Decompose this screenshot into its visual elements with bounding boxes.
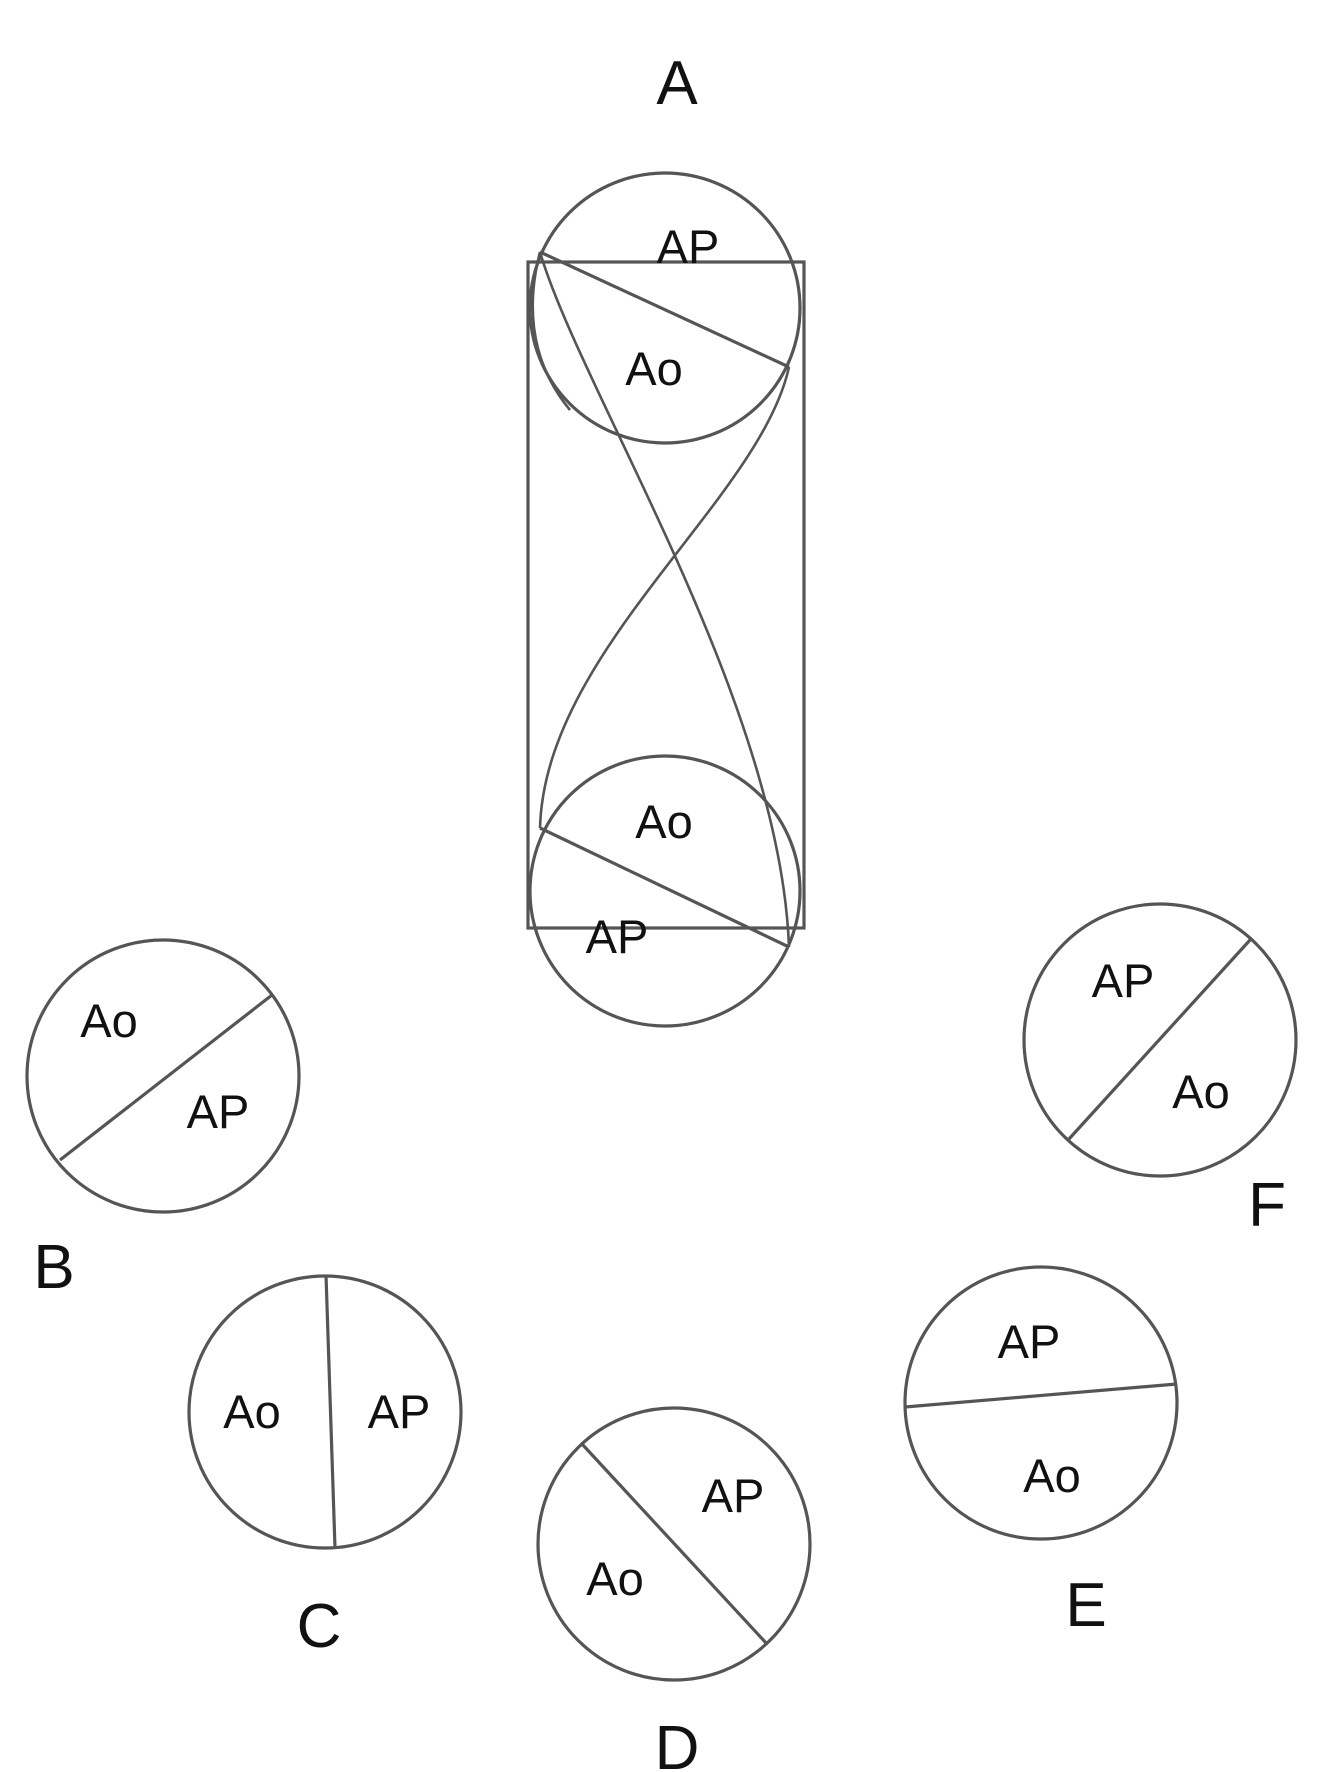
rotation-curve-1 xyxy=(538,251,791,948)
bottom-vessel-septum xyxy=(539,826,790,949)
top-vessel-label-upper: AP xyxy=(657,220,720,273)
top-vessel-septum xyxy=(539,250,790,369)
region-label-ao: Ao xyxy=(223,1385,281,1438)
panel-label-c: C xyxy=(297,1592,342,1661)
vessel-septum xyxy=(1067,938,1252,1141)
cylinder-outline xyxy=(526,260,806,930)
rotation-curve-2 xyxy=(538,366,791,829)
region-label-ao: Ao xyxy=(80,994,138,1047)
region-label-ap: AP xyxy=(998,1315,1061,1368)
panel-a: A AP Ao Ao AP xyxy=(526,49,806,1028)
vessel-circle xyxy=(1022,902,1298,1178)
region-label-ap: AP xyxy=(368,1385,431,1438)
vessel-circle xyxy=(25,938,301,1214)
vessel-septum xyxy=(324,1274,337,1549)
panel-f: AP Ao F xyxy=(1022,902,1298,1240)
top-vessel-circle xyxy=(528,171,802,445)
region-label-ao: Ao xyxy=(1023,1449,1081,1502)
vessel-septum xyxy=(59,993,273,1162)
region-label-ao: Ao xyxy=(586,1552,644,1605)
panel-c: Ao AP C xyxy=(187,1274,463,1661)
bottom-vessel-label-lower: AP xyxy=(586,910,649,963)
panel-e: AP Ao E xyxy=(903,1265,1179,1640)
region-label-ao: Ao xyxy=(1172,1065,1230,1118)
panel-b: Ao AP B xyxy=(25,938,301,1302)
region-label-ap: AP xyxy=(1092,954,1155,1007)
vessel-septum xyxy=(580,1442,769,1646)
panel-label-a: A xyxy=(656,49,698,118)
panel-label-b: B xyxy=(33,1233,74,1302)
rotation-curve-3 xyxy=(531,251,571,411)
region-label-ap: AP xyxy=(187,1085,250,1138)
bottom-vessel-circle xyxy=(528,754,802,1028)
panel-label-f: F xyxy=(1248,1171,1286,1240)
panel-label-d: D xyxy=(655,1714,700,1772)
vessel-circle xyxy=(536,1406,812,1682)
region-label-ap: AP xyxy=(702,1469,765,1522)
bottom-vessel-label-upper: Ao xyxy=(635,795,693,848)
panel-label-e: E xyxy=(1065,1571,1106,1640)
vessel-circle xyxy=(903,1265,1179,1541)
vessel-septum xyxy=(904,1382,1178,1409)
panel-d: AP Ao D xyxy=(536,1406,812,1772)
top-vessel-label-lower: Ao xyxy=(625,342,683,395)
